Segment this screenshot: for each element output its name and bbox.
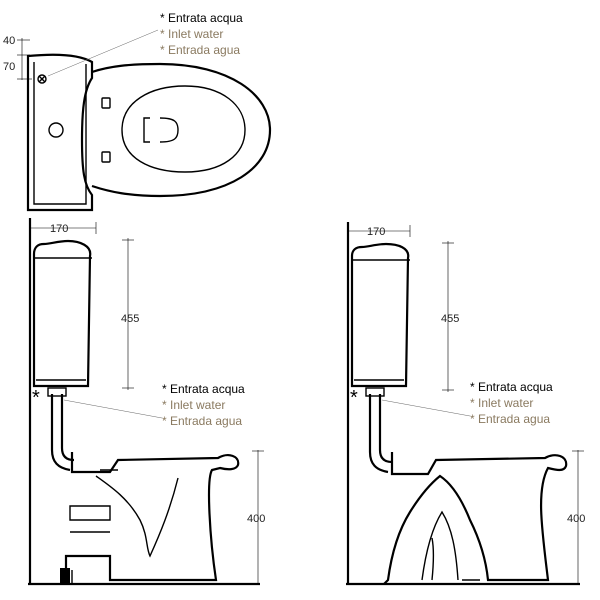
dim-40: 40	[3, 35, 15, 47]
right-bowl	[383, 452, 568, 585]
right-leader-line	[381, 399, 471, 417]
left-bowl	[63, 452, 240, 585]
top-bowl-outline	[91, 62, 272, 198]
top-label-entrata: * Entrata acqua	[160, 11, 243, 25]
left-label-inlet: * Inlet water	[162, 398, 225, 412]
top-hinge-left	[101, 97, 111, 109]
right-bowl-inner	[421, 510, 480, 581]
right-cistern	[350, 242, 410, 388]
right-star: *	[350, 387, 358, 409]
left-label-entrada: * Entrada agua	[162, 414, 242, 428]
top-leader-line	[47, 29, 159, 77]
left-label-entrata: * Entrata acqua	[162, 382, 245, 396]
top-inlet-screw	[37, 74, 47, 84]
top-hinge-right	[101, 151, 111, 163]
right-dim-170: 170	[367, 226, 385, 238]
left-dim-170: 170	[50, 223, 68, 235]
top-label-entrada: * Entrada agua	[160, 43, 240, 57]
right-dim-400: 400	[567, 513, 585, 525]
right-label-entrada: * Entrada agua	[470, 412, 550, 426]
right-label-entrata: * Entrata acqua	[470, 380, 553, 394]
dim-70: 70	[3, 61, 15, 73]
top-drain	[143, 117, 179, 143]
right-side-view: 170 455 * 400 * Entrata acqua * Inlet wa…	[346, 222, 585, 586]
left-trap	[69, 505, 111, 533]
top-cistern-inner	[33, 62, 87, 205]
top-view: 40 70 * Entrata acqua * Inlet water * En…	[3, 11, 272, 212]
right-label-inlet: * Inlet water	[470, 396, 533, 410]
left-pipe	[50, 394, 75, 472]
right-dim-455: 455	[441, 313, 459, 325]
left-dim-400: 400	[247, 513, 265, 525]
left-leader-line	[63, 399, 163, 419]
left-star: *	[32, 387, 40, 409]
top-cistern-outline	[26, 53, 94, 212]
left-bowl-inner	[95, 475, 179, 558]
top-label-inlet: * Inlet water	[160, 27, 223, 41]
left-side-view: 170 455 * 400 * Entrata acqua * Inlet wa…	[28, 218, 265, 586]
left-dim-455: 455	[121, 313, 139, 325]
right-pipe	[368, 394, 393, 474]
top-flush-button	[48, 122, 64, 138]
top-bowl-inner	[121, 85, 246, 173]
left-cistern	[32, 239, 92, 388]
